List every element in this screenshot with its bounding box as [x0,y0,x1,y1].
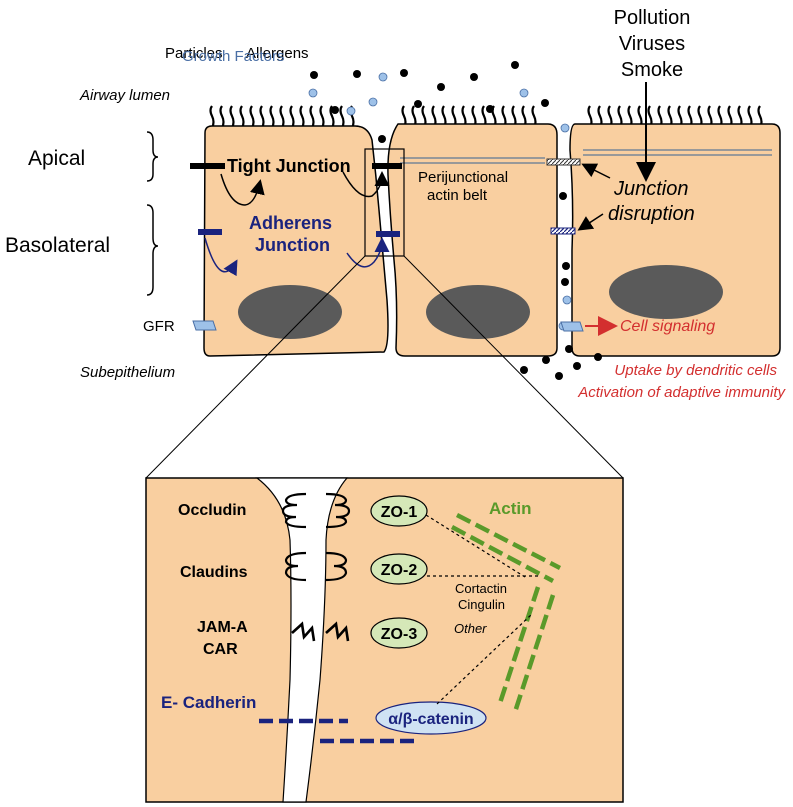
zoom-line-left [145,255,366,479]
occludin-loops [281,492,351,529]
label-zo-3: ZO-3 [381,626,418,643]
label-actin-belt: actin belt [427,187,488,204]
label-claudins: Claudins [180,564,248,581]
perijunctional-actin-belt-lines [400,149,772,164]
label-cell-signaling: Cell signaling [620,318,715,335]
zoom-line-right [403,255,624,479]
adherens-junction-marker-center [376,231,400,237]
label-cortactin: Cortactin [455,581,507,596]
label-other: Other [454,621,487,636]
junction-disruption-arrow-2 [577,213,604,231]
label-jam-a: JAM-A [197,619,248,636]
tight-junction-marker-center [372,163,402,169]
cilia [209,105,763,129]
catenin-ellipse [375,701,487,735]
tight-junction-marker-left [190,163,225,169]
label-perijunctional: Perijunctional [418,169,508,186]
label-zo-2: ZO-2 [381,562,418,579]
label-gfr: GFR [143,318,175,335]
zoom-box [364,148,405,257]
basolateral-bracket [146,204,159,296]
nucleus-middle [426,285,530,339]
label-actin: Actin [489,499,532,518]
adherens-junction-marker-left [198,229,222,235]
zo-1-ellipse [370,495,428,527]
label-basolateral: Basolateral [5,234,110,257]
adherens-arrow-center [346,237,390,268]
label-viruses: Viruses [619,33,685,55]
disrupted-adherens-junction [550,227,576,235]
label-tight-junction: Tight Junction [227,156,351,176]
protein-connector-lines [425,514,539,705]
label-car: CAR [203,641,238,658]
label-airway-lumen: Airway lumen [79,87,170,104]
label-occludin: Occludin [178,502,246,519]
growth-factor-receptor-left [192,320,217,331]
label-zo-1: ZO-1 [381,504,418,521]
jam-a-symbols [291,621,350,642]
disrupted-tight-junction [546,158,581,166]
label-junction: Junction [613,178,689,200]
tight-junction-arrow-center [342,171,390,198]
label-uptake: Uptake by dendritic cells [614,362,777,379]
nucleus-left [238,285,342,339]
label-disruption: disruption [608,203,695,225]
label-apical: Apical [28,147,85,170]
inset-intercellular-space [255,477,349,803]
junction-disruption-arrow-1 [581,163,611,179]
zo-2-ellipse [370,553,428,585]
label-cingulin: Cingulin [458,597,505,612]
label-pollution: Pollution [614,7,691,29]
zo-3-ellipse [370,617,428,649]
apical-bracket [146,131,159,182]
label-e-cadherin: E- Cadherin [161,693,256,712]
growth-factor-receptor-right [560,321,584,332]
tight-junction-arrow-left [220,173,265,206]
label-adherens: Adherens [249,213,332,233]
claudin-loops [284,551,348,582]
label-subepithelium: Subepithelium [80,364,175,381]
label-activation: Activation of adaptive immunity [577,384,786,401]
label-particles: Particles [165,45,223,62]
nucleus-right [609,265,723,319]
actin-filaments [450,512,562,713]
label-catenin: α/β-catenin [388,711,473,728]
label-growth-factors: Growth Factors [182,48,285,65]
label-smoke: Smoke [621,59,683,81]
label-allergens: Allergens [246,45,309,62]
label-junction-adherens: Junction [255,235,330,255]
adherens-arrow-left [204,237,238,277]
particles [308,61,602,380]
